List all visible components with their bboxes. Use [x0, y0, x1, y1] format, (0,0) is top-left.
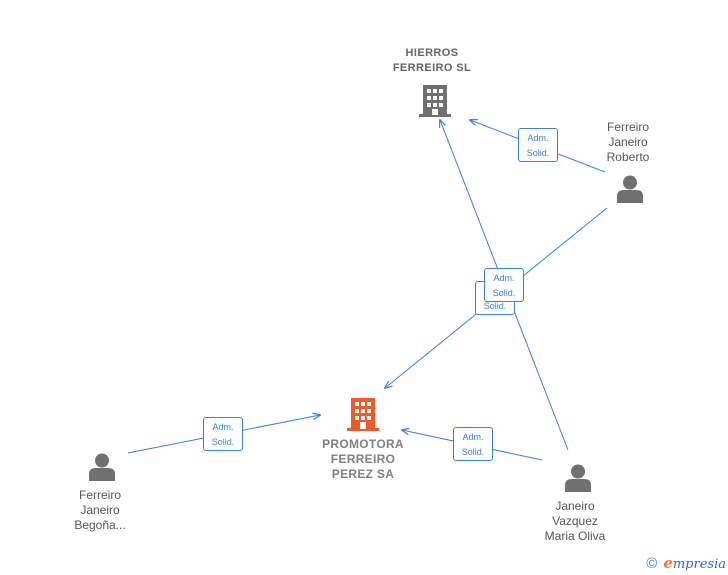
person-name-line: Maria Oliva: [544, 529, 606, 543]
brand-name: mpresia: [672, 557, 726, 572]
footer-brand: © empresia: [646, 554, 726, 572]
company-label-hierros[interactable]: HIERROS FERREIRO SL: [382, 46, 482, 76]
person-name-line: Ferreiro: [606, 120, 649, 134]
person-label-maria[interactable]: Janeiro Vazquez Maria Oliva: [530, 499, 620, 544]
person-icon[interactable]: [615, 174, 645, 204]
brand-initial: e: [663, 554, 673, 572]
edge-badge-roberto-hierros[interactable]: Adm. Solid.: [518, 128, 558, 162]
person-label-begona[interactable]: Ferreiro Janeiro Begoña...: [60, 488, 140, 533]
person-icon[interactable]: [87, 452, 117, 482]
company-name-line: FERREIRO SL: [392, 62, 472, 74]
edge-role-label: Solid.: [483, 301, 507, 311]
company-name-line: PEREZ SA: [331, 467, 395, 481]
company-name-line: HIERROS: [405, 47, 459, 59]
person-icon[interactable]: [563, 463, 593, 493]
person-name-line: Begoña...: [74, 518, 126, 532]
building-icon[interactable]: [419, 84, 451, 118]
edge-badge-begona-promotora[interactable]: Adm. Solid.: [203, 417, 243, 451]
edge-role-label: Adm.: [527, 133, 549, 143]
person-name-line: Vazquez: [552, 514, 598, 528]
person-label-roberto[interactable]: Ferreiro Janeiro Roberto: [588, 120, 668, 165]
edge-role-label: Solid.: [526, 148, 550, 158]
company-label-promotora[interactable]: PROMOTORA FERREIRO PEREZ SA: [310, 437, 416, 482]
person-name-line: Janeiro: [555, 499, 595, 513]
edge-role-label: Solid.: [461, 447, 485, 457]
person-name-line: Ferreiro: [78, 488, 121, 502]
edge-badge-maria-hierros[interactable]: Adm. Solid.: [484, 268, 524, 302]
building-icon[interactable]: [347, 397, 379, 432]
edge-role-label: Solid.: [211, 437, 235, 447]
person-name-line: Roberto: [606, 150, 650, 164]
person-name-line: Janeiro: [608, 135, 648, 149]
edge-role-label: Solid.: [492, 288, 516, 298]
company-name-line: FERREIRO: [330, 452, 396, 466]
empresia-logo[interactable]: empresia: [663, 554, 726, 572]
copyright-symbol: ©: [646, 554, 658, 572]
edge-role-label: Adm.: [212, 422, 234, 432]
person-name-line: Janeiro: [80, 503, 120, 517]
edge-badge-maria-promotora[interactable]: Adm. Solid.: [453, 427, 493, 461]
company-name-line: PROMOTORA: [322, 437, 404, 451]
edge-role-label: Adm.: [493, 273, 515, 283]
edge-role-label: Adm.: [462, 432, 484, 442]
